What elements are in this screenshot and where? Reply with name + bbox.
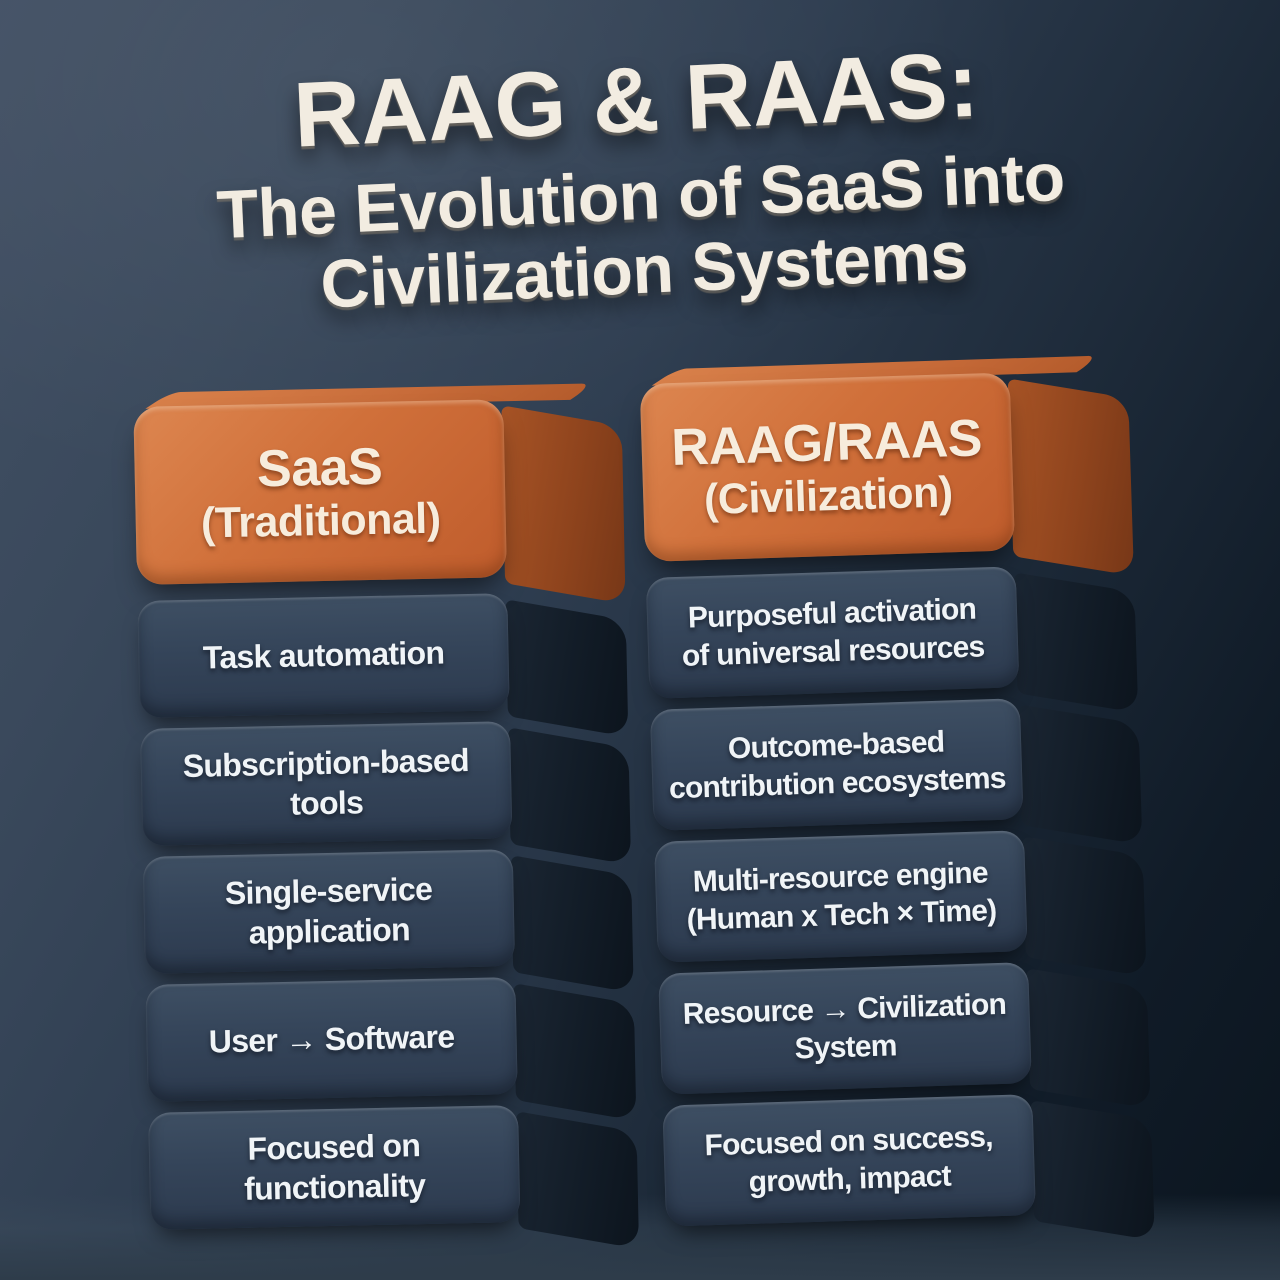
raag-row-4-face: Resource → Civilization System — [658, 962, 1032, 1095]
raag-header-subtitle: (Civilization) — [703, 468, 954, 525]
saas-header-title: SaaS — [256, 437, 383, 499]
raag-row-3-side-face — [1022, 836, 1147, 977]
column-raag-raas: RAAG/RAAS (Civilization) Purposeful acti… — [639, 355, 1155, 1241]
saas-row-2-side-face — [508, 727, 632, 865]
raag-header-title: RAAG/RAAS — [670, 409, 983, 477]
raag-row-1-label: Purposeful activation of universal resou… — [681, 592, 985, 673]
raag-row-5-face: Focused on success, growth, impact — [662, 1094, 1036, 1227]
saas-row-4-side-face — [513, 983, 637, 1121]
saas-row-4: User → Software — [145, 977, 637, 1121]
saas-row-4-face: User → Software — [145, 977, 518, 1102]
saas-row-4-label: User → Software — [208, 1018, 455, 1060]
saas-row-3: Single-service application — [142, 849, 634, 993]
raag-row-1-face: Purposeful activation of universal resou… — [645, 566, 1020, 699]
saas-row-2-face: Subscription-based tools — [140, 721, 513, 846]
saas-row-1-face: Task automation — [137, 593, 510, 718]
saas-header-side-face — [501, 405, 626, 605]
raag-row-2-label: Outcome-based contribution ecosystems — [668, 725, 1007, 805]
raag-row-3-face: Multi-resource engine (Human x Tech × Ti… — [654, 830, 1028, 963]
saas-row-3-side-face — [510, 855, 634, 993]
saas-row-1-label: Task automation — [202, 634, 445, 676]
raag-row-2-side-face — [1017, 704, 1143, 845]
raag-row-5-side-face — [1030, 1100, 1155, 1241]
saas-row-3-face: Single-service application — [142, 849, 516, 974]
raag-header-face: RAAG/RAAS (Civilization) — [639, 372, 1016, 562]
raag-row-5: Focused on success, growth, impact — [662, 1094, 1155, 1241]
saas-header-block: SaaS (Traditional) — [133, 383, 626, 605]
raag-row-4: Resource → Civilization System — [658, 962, 1151, 1109]
raag-row-4-side-face — [1026, 968, 1151, 1109]
saas-row-5-label: Focused on functionality — [243, 1126, 426, 1207]
saas-row-5: Focused on functionality — [148, 1105, 640, 1249]
raag-row-4-label: Resource → Civilization System — [682, 988, 1007, 1065]
raag-row-1-side-face — [1013, 572, 1139, 713]
raag-header-block: RAAG/RAAS (Civilization) — [639, 355, 1134, 576]
saas-header-face: SaaS (Traditional) — [133, 399, 507, 585]
raag-row-2: Outcome-based contribution ecosystems — [649, 698, 1143, 845]
raag-row-3-label: Multi-resource engine (Human x Tech × Ti… — [686, 856, 997, 937]
column-saas: SaaS (Traditional) Task automation Subsc… — [133, 383, 640, 1249]
saas-row-1-side-face — [505, 599, 629, 737]
raag-row-2-face: Outcome-based contribution ecosystems — [649, 698, 1024, 831]
saas-header-subtitle: (Traditional) — [200, 494, 441, 548]
title-block: RAAG & RAAS: The Evolution of SaaS into … — [0, 23, 1280, 337]
raag-row-1: Purposeful activation of universal resou… — [645, 566, 1139, 713]
saas-row-2-label: Subscription-based tools — [182, 741, 470, 822]
saas-row-5-face: Focused on functionality — [148, 1105, 521, 1230]
raag-header-side-face — [1007, 378, 1134, 576]
raag-row-5-label: Focused on success, growth, impact — [704, 1120, 994, 1199]
raag-row-3: Multi-resource engine (Human x Tech × Ti… — [654, 830, 1147, 977]
saas-row-2: Subscription-based tools — [140, 721, 632, 865]
saas-row-3-label: Single-service application — [224, 870, 433, 951]
saas-row-1: Task automation — [137, 593, 629, 737]
saas-row-5-side-face — [516, 1111, 640, 1249]
